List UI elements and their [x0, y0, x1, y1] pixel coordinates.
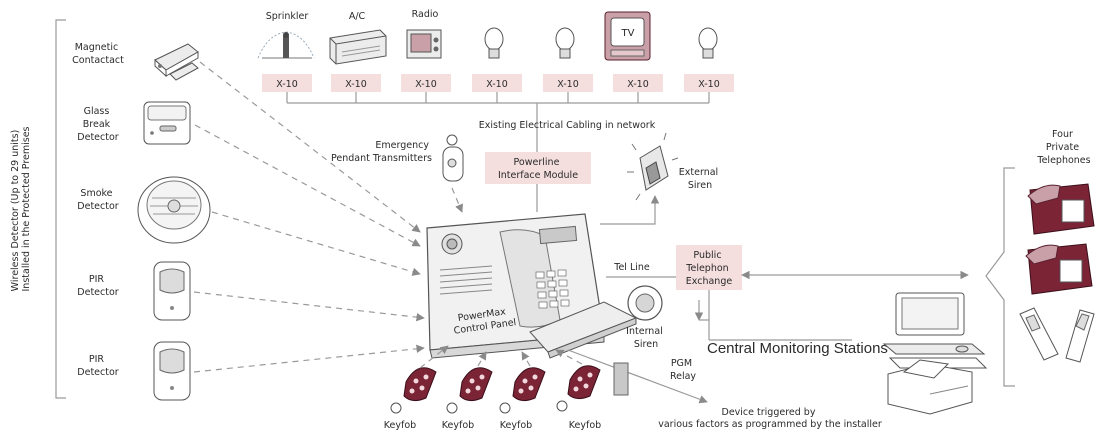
keyfob-4-icon [556, 365, 601, 412]
ac-label: A/C [349, 11, 366, 22]
x10-module-7 [684, 74, 734, 92]
powerline-label: Powerline Interface Module [498, 157, 578, 181]
external-siren-icon [627, 132, 679, 201]
side-title-line-1: Wireless Detector (Up to 29 units) [10, 130, 21, 292]
pgm-relay-device [613, 362, 629, 396]
device-triggered-label: Device triggered by various factors as p… [658, 407, 882, 430]
keyfob-1-icon [390, 367, 437, 414]
powermax-control-panel [426, 213, 638, 359]
x10-modules: X-10 X-10 X-10 X-10 X-10 X-10 X-10 [262, 74, 734, 92]
glass-break-detector-icon [143, 101, 191, 145]
x10-module-4 [472, 74, 522, 92]
radio-label: Radio [412, 9, 439, 20]
radio-icon [406, 29, 442, 59]
computer-icon [882, 292, 988, 369]
x10-label-4: X-10 [486, 79, 508, 90]
public-telephone-exchange [676, 245, 742, 290]
detector-links [193, 61, 425, 373]
x10-module-3 [401, 74, 451, 92]
cellphone-1-icon [1019, 307, 1059, 361]
keyfob-links [419, 345, 583, 369]
tv-screen-text: TV [621, 28, 635, 39]
keyfob-label-1: Keyfob [384, 420, 416, 431]
pir-detector-1-label: PIR Detector [77, 274, 118, 298]
magnetic-contact-label: Magnetic Contactact [72, 42, 124, 66]
x10-label-5: X-10 [557, 79, 579, 90]
tel-line-label: Tel Line [613, 262, 650, 273]
central-monitoring-label: Central Monitoring Stations [707, 340, 888, 357]
electrical-cabling-bus [286, 92, 710, 152]
keyfob-label-2: Keyfob [442, 420, 474, 431]
x10-label-6: X-10 [627, 79, 649, 90]
telephones-bracket [985, 167, 1015, 387]
x10-label-2: X-10 [345, 79, 367, 90]
side-title: Wireless Detector (Up to 29 units) Insta… [10, 126, 32, 291]
telephones-label: Four Private Telephones [1036, 129, 1090, 166]
x10-module-1 [262, 74, 312, 92]
pgm-relay-label: PGM Relay [670, 358, 696, 382]
emergency-pendant-label: Emergency Pendant Transmitters [331, 140, 432, 164]
sprinkler-icon [257, 31, 315, 59]
tv-icon: TV [604, 11, 651, 61]
public-exchange-label: Public Telephon Exchange [685, 250, 732, 287]
pendant-transmitter-icon [442, 134, 464, 182]
smoke-detector-label: Smoke Detector [77, 188, 118, 212]
side-title-line-2: Installed in the Protected Premises [21, 126, 32, 291]
x10-label-3: X-10 [415, 79, 437, 90]
telephone-2-icon [1025, 243, 1093, 295]
powerline-interface-module [485, 152, 591, 184]
x10-label-7: X-10 [698, 79, 720, 90]
wireless-detector-bracket [55, 19, 66, 399]
sprinkler-label: Sprinkler [266, 11, 309, 22]
cellphone-2-icon [1065, 309, 1095, 363]
magnetic-contact-icon [154, 43, 199, 81]
glass-break-label: Glass Break Detector [77, 106, 118, 143]
pir-detector-1-icon [153, 261, 191, 321]
x10-module-6 [613, 74, 663, 92]
printer-icon [887, 359, 973, 415]
ac-icon [329, 29, 387, 65]
bulb-1-icon [484, 27, 504, 59]
smoke-detector-icon [137, 176, 211, 244]
keyfob-label-4: Keyfob [569, 420, 601, 431]
bulb-3-icon [698, 27, 718, 59]
external-siren-link [600, 195, 660, 225]
cabling-label: Existing Electrical Cabling in network [479, 120, 656, 131]
pgm-relay-link [567, 349, 708, 404]
external-siren-label: External Siren [679, 167, 721, 191]
keyfob-2-icon [446, 367, 493, 414]
telephone-1-icon [1027, 183, 1095, 235]
keyfob-label-3: Keyfob [500, 420, 532, 431]
internal-siren-icon [627, 285, 663, 321]
pendant-link [451, 187, 463, 213]
x10-label-1: X-10 [276, 79, 298, 90]
internal-siren-label: Internal Siren [626, 326, 666, 350]
pir-detector-2-icon [153, 341, 191, 401]
pir-detector-2-label: PIR Detector [77, 354, 118, 378]
bulb-2-icon [555, 27, 575, 59]
x10-module-2 [331, 74, 381, 92]
x10-module-5 [543, 74, 593, 92]
keyfob-3-icon [499, 367, 546, 414]
